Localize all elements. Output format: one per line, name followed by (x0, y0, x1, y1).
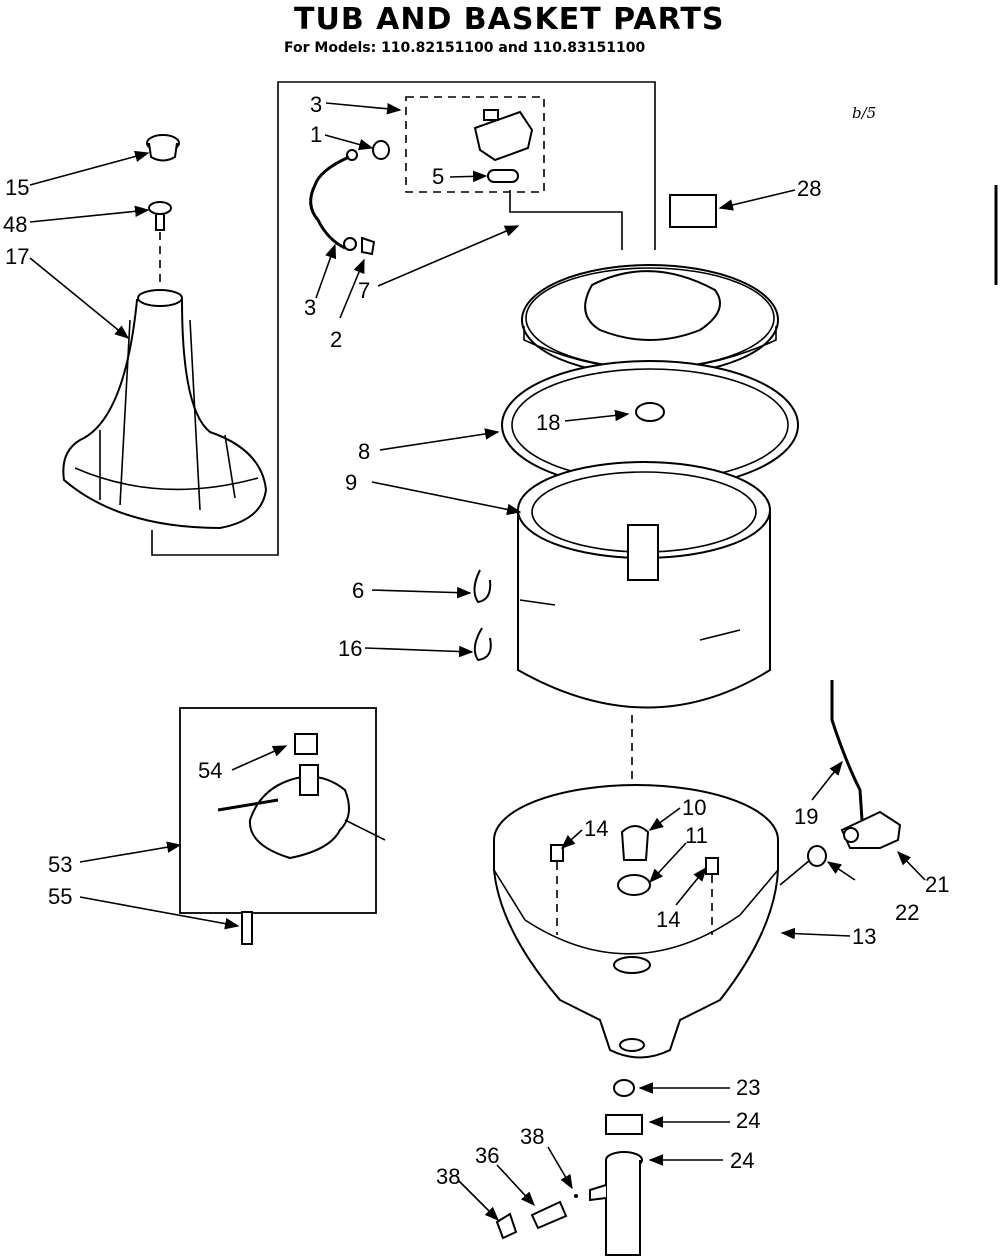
lid-switch-wire-part (309, 140, 390, 256)
hose-link (779, 859, 811, 886)
nut-22-part (613, 1079, 635, 1097)
connector-bracket (151, 81, 656, 556)
tub-ring-part (521, 264, 779, 376)
drive-nut-part (620, 825, 650, 861)
callout-5: 3 (310, 92, 322, 117)
plate-part (669, 194, 717, 228)
clip-15-part (473, 627, 492, 662)
agitator-cap-part (146, 134, 180, 162)
callout-48: 48 (3, 212, 27, 237)
callout-19: 19 (794, 804, 818, 829)
callout-38-top: 38 (520, 1124, 544, 1149)
callout-1: 1 (310, 122, 322, 147)
callout-54: 54 (198, 758, 222, 783)
callout-10: 9 (345, 470, 357, 495)
pump-assembly-box (179, 707, 377, 914)
nut-part (635, 402, 665, 422)
clamp-20-part (807, 845, 827, 867)
callout-9: 8 (358, 439, 370, 464)
page-mark: b/5 (852, 104, 877, 122)
callout-8: 7 (358, 278, 370, 303)
callout-11: 10 (682, 795, 706, 820)
callout-36: 36 (475, 1143, 499, 1168)
callout-labels: 15 48 17 3 1 5 3 2 28 7 18 8 9 6 16 54 5… (3, 92, 949, 1189)
callout-20: 22 (895, 900, 919, 925)
callout-55: 55 (48, 884, 72, 909)
basket-part (517, 461, 771, 709)
callout-23: 24 (736, 1108, 760, 1133)
hub-24-part (589, 1151, 643, 1256)
callout-3: 3 (304, 295, 316, 320)
callout-38-left: 38 (436, 1164, 460, 1189)
callout-13: 13 (852, 924, 876, 949)
callout-28: 28 (797, 176, 821, 201)
clip-7-part (473, 569, 492, 604)
valve-21-part (840, 810, 902, 849)
seal-38-left-part (495, 1212, 518, 1240)
seal-23-part (605, 1114, 643, 1135)
bolt-14-right-part (705, 857, 719, 875)
callout-17: 17 (5, 244, 29, 269)
callout-16: 15 (5, 175, 29, 200)
callout-24: 24 (730, 1148, 754, 1173)
lid-switch-group-box (405, 96, 545, 193)
callout-12: 11 (685, 823, 708, 848)
bolt-14-left-part (550, 844, 564, 862)
models-subtitle: For Models: 110.82151100 and 110.8315110… (284, 40, 646, 56)
screw-55-part (241, 911, 253, 945)
callout-7: 6 (352, 578, 364, 603)
callout-21: 21 (925, 872, 949, 897)
callout-53: 53 (48, 852, 72, 877)
callout-15: 16 (338, 636, 362, 661)
leader-lines (29, 102, 926, 1222)
callout-14-b: 14 (656, 907, 680, 932)
seal-12-part (617, 874, 651, 896)
seal-38-right-part (574, 1194, 578, 1198)
callout-22: 23 (736, 1075, 760, 1100)
diagram-title: TUB AND BASKET PARTS (294, 2, 725, 37)
seal-36-part (530, 1200, 568, 1230)
pump-part (217, 733, 386, 860)
hose-19-part (830, 680, 864, 821)
callout-18: 18 (536, 410, 560, 435)
lid-switch-leader (509, 190, 623, 250)
lid-switch-part (473, 109, 534, 183)
callout-6: 5 (432, 164, 444, 189)
callout-14-a: 14 (584, 816, 608, 841)
callout-2: 2 (330, 327, 342, 352)
agitator-bolt-part (148, 201, 172, 231)
agitator-part (62, 289, 268, 530)
